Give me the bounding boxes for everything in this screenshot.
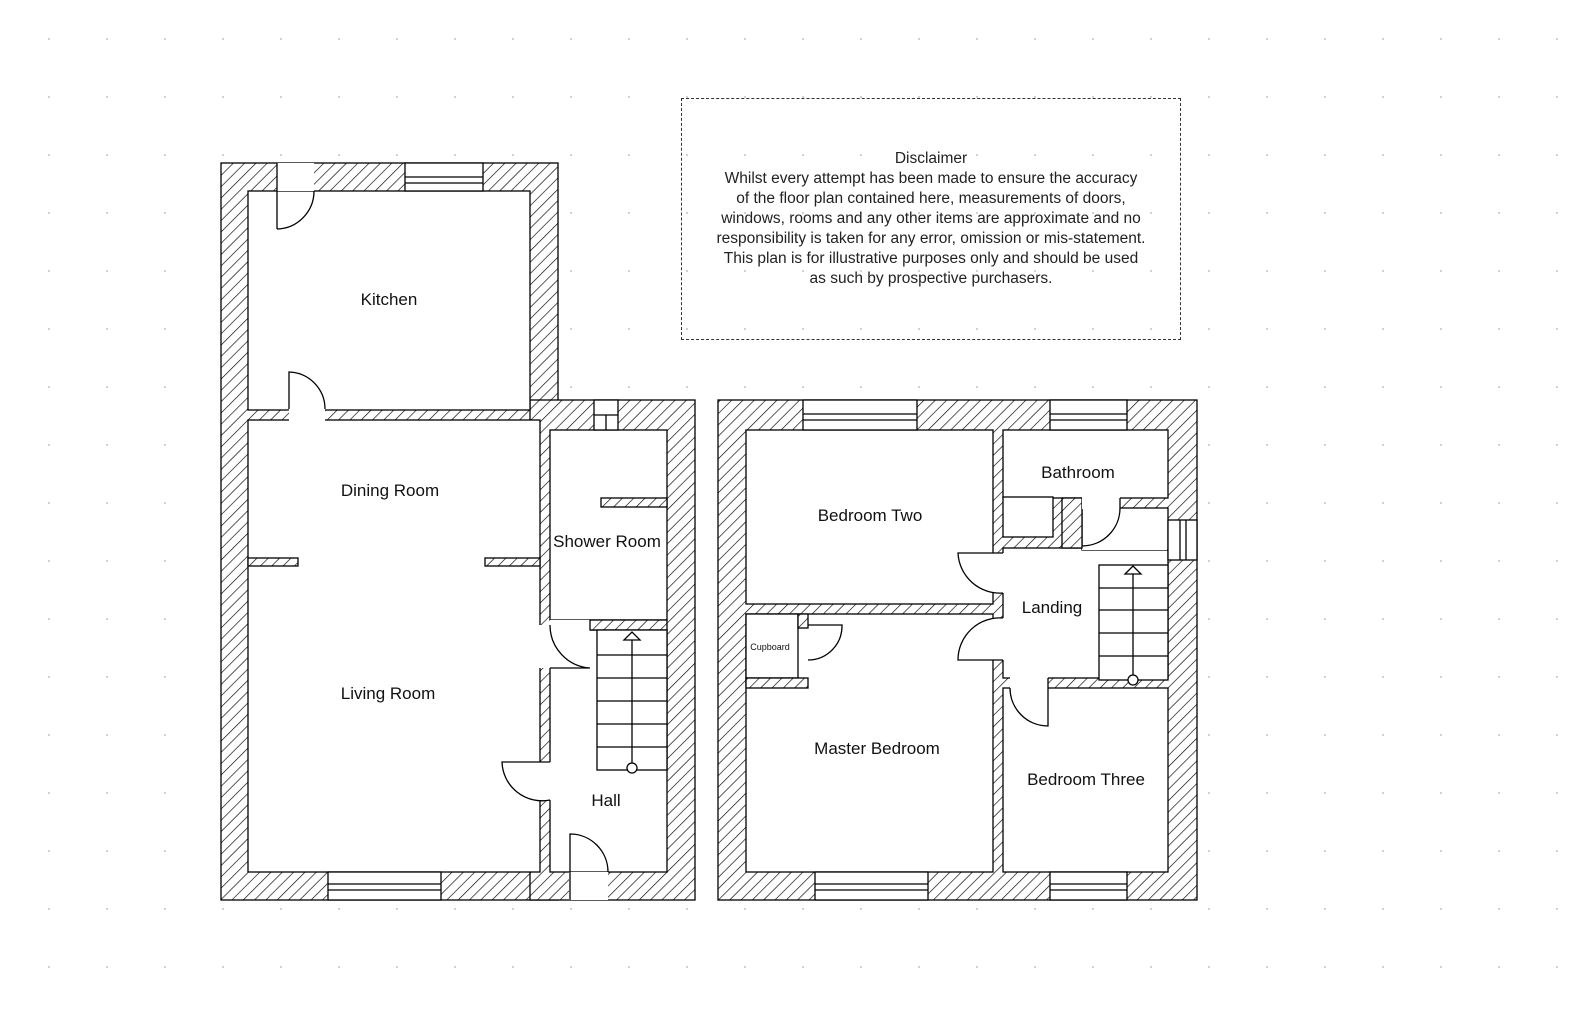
partition <box>745 677 809 689</box>
stairs <box>1098 564 1169 686</box>
disclaimer-title: Disclaimer <box>894 150 968 167</box>
room-kitchen <box>247 190 531 411</box>
partition <box>797 613 809 629</box>
partition <box>484 557 541 567</box>
door <box>807 497 1121 727</box>
room-label-hall: Hall <box>591 791 620 810</box>
disclaimer-line: of the floor plan contained here, measur… <box>736 190 1126 207</box>
window <box>327 162 619 901</box>
partition <box>1061 497 1083 549</box>
window <box>802 399 1198 901</box>
room-bedroom-two <box>745 429 994 605</box>
room-label-dining-room: Dining Room <box>341 481 439 500</box>
first-floor <box>717 399 1198 901</box>
disclaimer-line: This plan is for illustrative purposes o… <box>723 250 1139 267</box>
room-label-shower-room: Shower Room <box>553 532 661 551</box>
room-cupboard <box>745 613 799 679</box>
room-label-bedroom-three: Bedroom Three <box>1027 770 1145 789</box>
stairs <box>596 629 668 774</box>
room-label-bathroom: Bathroom <box>1041 463 1115 482</box>
room-shower <box>549 429 668 621</box>
partition <box>247 557 299 567</box>
room-label-living-room: Living Room <box>341 684 436 703</box>
room-label-bedroom-two: Bedroom Two <box>818 506 923 525</box>
room-bedroom-three <box>1002 687 1169 873</box>
disclaimer-line: Whilst every attempt has been made to en… <box>724 170 1138 187</box>
ground-floor <box>220 162 696 901</box>
disclaimer-line: windows, rooms and any other items are a… <box>721 210 1141 227</box>
disclaimer-box: Disclaimer Whilst every attempt has been… <box>681 98 1181 340</box>
room-label-master-bedroom: Master Bedroom <box>814 739 940 758</box>
disclaimer-line: responsibility is taken for any error, o… <box>716 230 1146 247</box>
room-label-landing: Landing <box>1022 598 1083 617</box>
room-bathroom <box>1002 429 1169 499</box>
room-dining-living <box>247 419 541 873</box>
partition <box>589 619 668 631</box>
door <box>276 163 609 900</box>
partition <box>600 497 668 508</box>
room-label-cupboard: Cupboard <box>750 642 790 652</box>
room-label-kitchen: Kitchen <box>361 290 418 309</box>
disclaimer-line: as such by prospective purchasers. <box>809 270 1053 287</box>
